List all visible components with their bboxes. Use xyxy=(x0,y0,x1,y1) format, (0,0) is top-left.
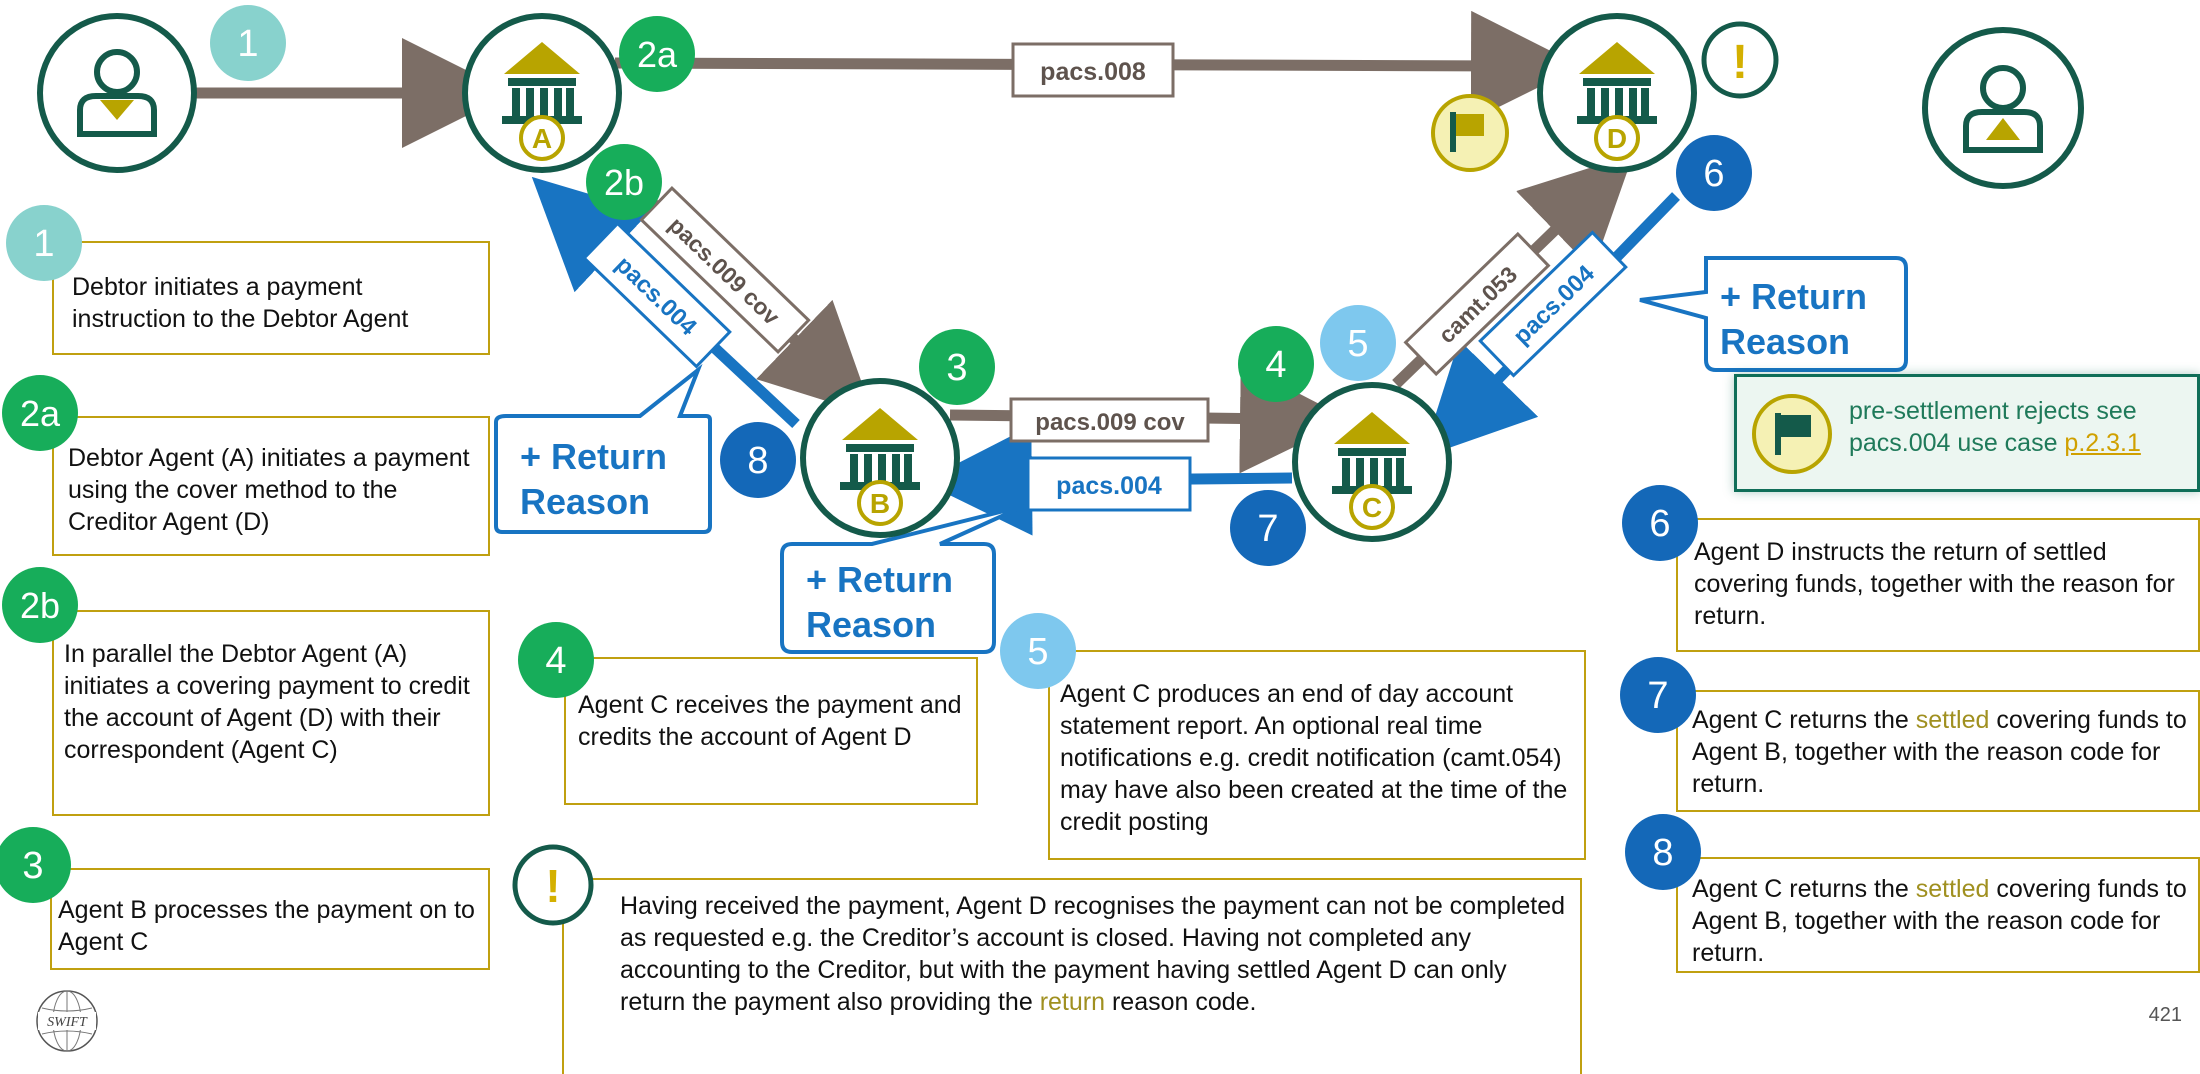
callout-return-reason-a: + Return Reason xyxy=(494,363,712,534)
svg-text:SWIFT: SWIFT xyxy=(47,1015,88,1030)
description-step-5: Agent C produces an end of day account s… xyxy=(1048,650,1586,860)
step-badge-3: 3 xyxy=(919,329,995,405)
description-step-2a: Debtor Agent (A) initiates a payment usi… xyxy=(52,416,490,556)
step-badge-8: 8 xyxy=(720,422,796,498)
info-pre-settlement-rejects: pre-settlement rejects see pacs.004 use … xyxy=(1734,374,2200,492)
flag-icon xyxy=(1752,394,1832,474)
description-step-8: Agent C returns the settled covering fun… xyxy=(1676,857,2200,973)
svg-text:6: 6 xyxy=(1703,153,1724,195)
svg-text:!: ! xyxy=(1732,36,1748,89)
bank-c-icon: C xyxy=(1292,382,1452,542)
creditor-person-icon xyxy=(1922,27,2084,189)
svg-text:2b: 2b xyxy=(604,162,644,203)
svg-text:D: D xyxy=(1607,123,1627,154)
svg-text:pacs.009 cov: pacs.009 cov xyxy=(1035,409,1185,436)
msg-pacs004-cb: pacs.004 xyxy=(1026,456,1192,512)
debtor-person-icon xyxy=(37,13,197,173)
description-step-2b: In parallel the Debtor Agent (A) initiat… xyxy=(52,610,490,816)
svg-text:+ Return: + Return xyxy=(1720,276,1867,317)
step-badge-6: 6 xyxy=(1676,135,1752,211)
svg-text:+ Return: + Return xyxy=(520,436,667,477)
svg-text:Reason: Reason xyxy=(1720,321,1850,362)
svg-text:4: 4 xyxy=(1265,344,1286,386)
svg-text:Reason: Reason xyxy=(520,481,650,522)
svg-text:7: 7 xyxy=(1257,508,1278,550)
svg-text:B: B xyxy=(870,488,890,519)
step-badge-4: 4 xyxy=(1238,326,1314,402)
svg-text:1: 1 xyxy=(237,23,258,65)
svg-text:5: 5 xyxy=(1347,323,1368,365)
step-badge-2a: 2a xyxy=(619,16,695,92)
exclamation-icon: ! xyxy=(1701,21,1779,99)
flag-icon xyxy=(1431,94,1509,172)
step-badge-7: 7 xyxy=(1230,490,1306,566)
info-link[interactable]: p.2.3.1 xyxy=(2064,429,2141,457)
description-step-3: Agent B processes the payment on to Agen… xyxy=(50,868,490,970)
step-badge-1: 1 xyxy=(210,5,286,81)
step-badge-5: 5 xyxy=(1320,305,1396,381)
bank-b-icon: B xyxy=(800,378,960,538)
description-step-7: Agent C returns the settled covering fun… xyxy=(1676,690,2200,812)
description-step-6: Agent D instructs the return of settled … xyxy=(1676,518,2200,652)
info-text: pre-settlement rejects see pacs.004 use … xyxy=(1849,397,2137,457)
svg-text:pacs.004: pacs.004 xyxy=(1056,472,1162,500)
description-step-4: Agent C receives the payment and credits… xyxy=(564,657,978,805)
callout-return-reason-b: + Return Reason xyxy=(780,504,1025,654)
step-badge-2b: 2b xyxy=(586,144,662,220)
svg-text:C: C xyxy=(1362,492,1382,523)
svg-text:A: A xyxy=(532,123,552,154)
bank-a-icon: A xyxy=(462,13,622,173)
description-exception: Having received the payment, Agent D rec… xyxy=(562,878,1582,1074)
msg-pacs009cov-bc: pacs.009 cov xyxy=(1009,397,1210,443)
msg-pacs008: pacs.008 xyxy=(1011,42,1175,98)
svg-text:8: 8 xyxy=(747,440,768,482)
svg-text:pacs.008: pacs.008 xyxy=(1040,58,1146,86)
callout-return-reason-d: + Return Reason xyxy=(1639,255,1908,372)
svg-text:2a: 2a xyxy=(637,34,678,75)
bank-d-icon: D xyxy=(1537,13,1697,173)
description-step-1: Debtor initiates a payment instruction t… xyxy=(52,241,490,355)
svg-text:Reason: Reason xyxy=(806,604,936,645)
svg-text:+ Return: + Return xyxy=(806,559,953,600)
page-number: 421 xyxy=(2148,1004,2182,1026)
svg-text:3: 3 xyxy=(946,347,967,389)
swift-logo: SWIFT xyxy=(36,990,98,1052)
